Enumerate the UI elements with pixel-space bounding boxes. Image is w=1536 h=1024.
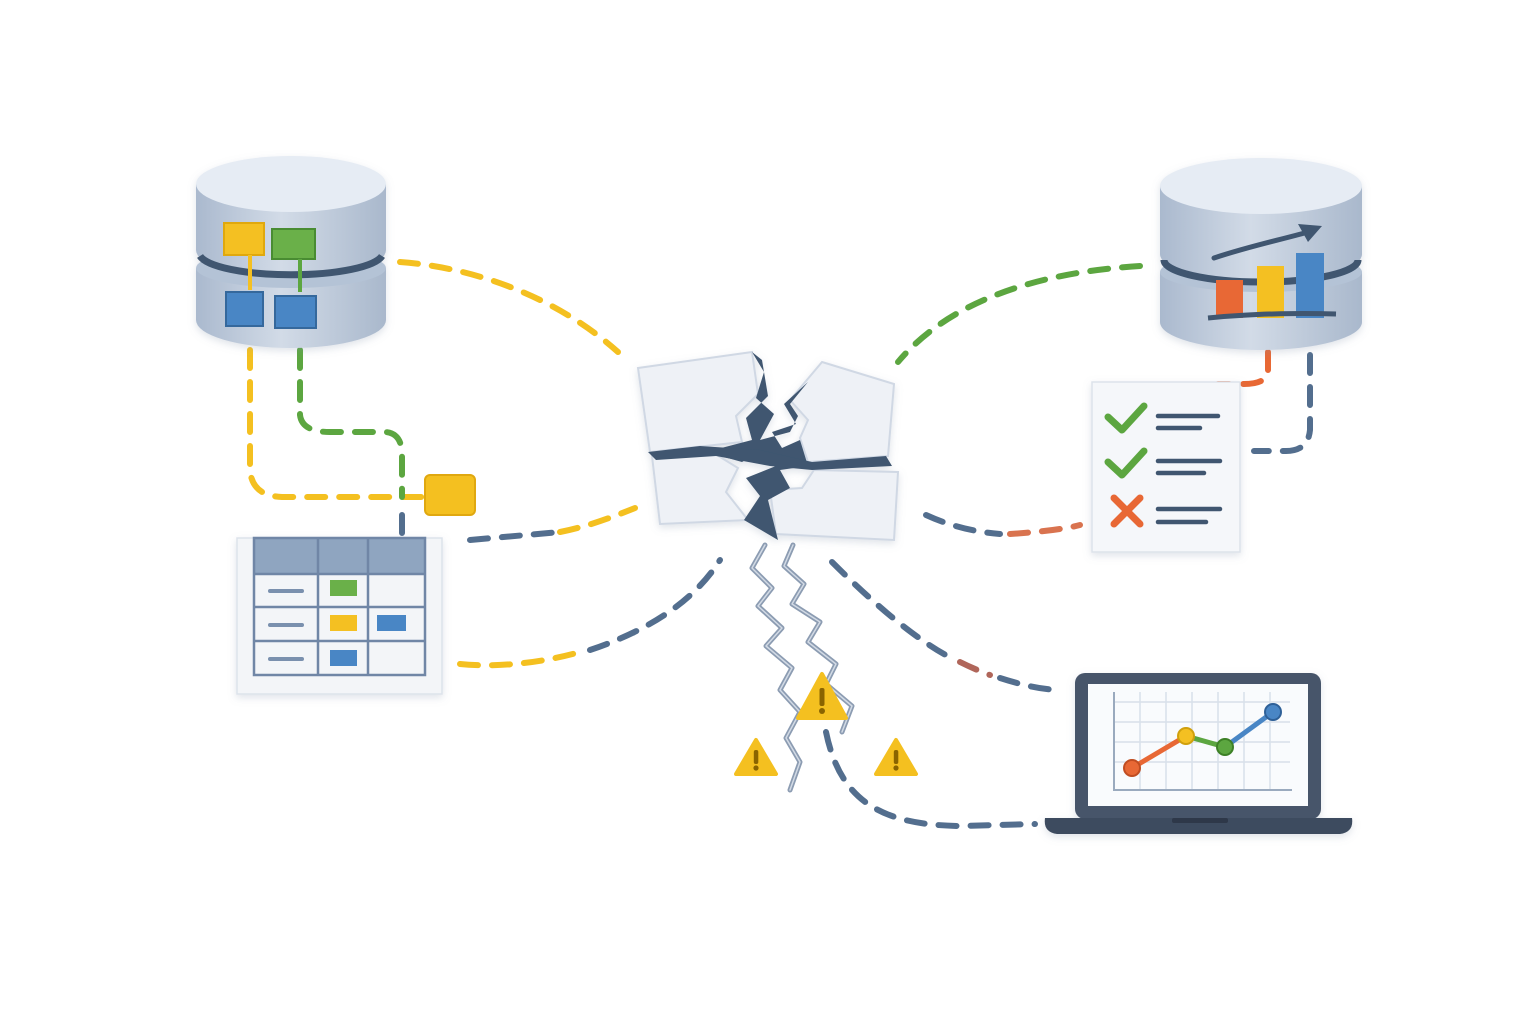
connector-table-to-center-yellow (557, 505, 638, 535)
table-row-labels (268, 589, 304, 661)
connector-db-yellow-down (247, 347, 428, 500)
trend-arrow-icon (1211, 229, 1311, 261)
line-segment-orange (1130, 733, 1188, 771)
table-cell-blue-2 (330, 650, 357, 666)
warning-icon-right (874, 738, 918, 776)
blue-block-icon (225, 291, 264, 327)
table-cell-yellow (330, 615, 357, 631)
connectors (247, 259, 1313, 830)
connector-table-to-center (467, 529, 563, 543)
data-packet-icon[interactable] (424, 474, 476, 516)
dashboard-laptop[interactable] (1044, 673, 1353, 834)
crack-main (706, 352, 808, 540)
point-orange (1123, 759, 1141, 777)
point-yellow (1177, 727, 1195, 745)
connector-table-bottom (457, 649, 583, 669)
connector-db-green-down (297, 347, 405, 500)
warning-icon (796, 672, 848, 720)
bar-yellow (1257, 266, 1284, 318)
chart-axes (1113, 692, 1292, 791)
connector-analytics-red (1215, 349, 1271, 387)
connector-center-to-laptop-red (957, 659, 993, 678)
yellow-block-icon (223, 222, 265, 256)
connector-center-to-laptop (829, 559, 958, 663)
point-green (1216, 738, 1234, 756)
connector-center-to-laptop-end (997, 675, 1065, 693)
data-table[interactable] (236, 536, 443, 695)
fault-lightning (749, 542, 855, 793)
laptop-base (1044, 818, 1353, 834)
warning-icon-left (734, 738, 778, 776)
fragment-top-left (636, 350, 760, 454)
validation-checklist[interactable] (1091, 381, 1241, 553)
green-block-icon (271, 228, 316, 260)
connector-db-to-center (397, 259, 621, 355)
connector-center-to-checklist (923, 512, 1003, 537)
database-top-icon (196, 156, 386, 212)
table-grid (252, 536, 427, 677)
source-database[interactable] (196, 156, 386, 348)
table-cell-blue (377, 615, 406, 631)
central-broken-block[interactable] (636, 350, 900, 542)
database-band (197, 253, 385, 279)
fragment-top-right (788, 360, 896, 464)
connector-table-bottom-navy (587, 557, 723, 653)
connector-center-to-checklist-red (1007, 522, 1083, 537)
fragment-bottom-right (768, 468, 900, 542)
table-header-row (254, 538, 425, 574)
database-top-icon (1160, 158, 1362, 214)
bar-orange (1216, 280, 1243, 318)
table-cell-green (330, 580, 357, 596)
connector-warning-to-laptop (823, 729, 1038, 830)
trend-arrowhead (1298, 224, 1322, 242)
point-blue (1264, 703, 1282, 721)
bar-blue (1296, 253, 1324, 318)
chart-baseline (1207, 311, 1337, 321)
blue-block-icon-2 (274, 295, 317, 329)
checklist-lines (1155, 413, 1223, 525)
fragment-bottom-left (650, 450, 750, 526)
cross-icon (1110, 494, 1144, 528)
check-icon (1104, 402, 1148, 434)
crack-split (648, 446, 892, 470)
connector-analytics-blue (1251, 352, 1313, 454)
check-icon (1104, 447, 1148, 479)
connector-analytics-to-center (895, 263, 1143, 365)
line-segment-blue (1223, 709, 1275, 750)
laptop-notch (1172, 818, 1228, 823)
analytics-database[interactable] (1160, 158, 1362, 350)
